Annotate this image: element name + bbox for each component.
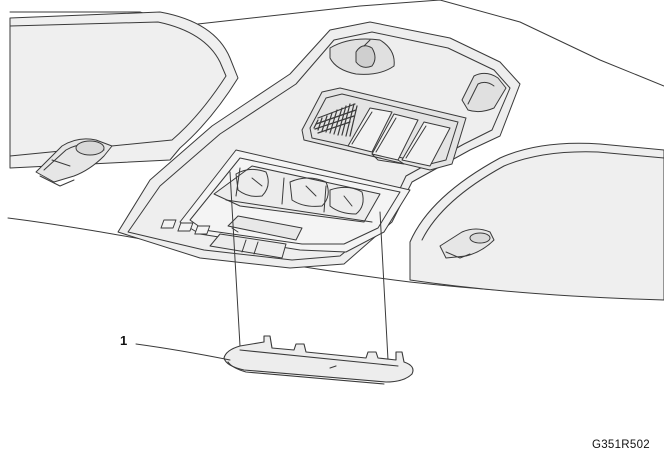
leader-line-right <box>379 211 389 361</box>
lamp-buttons <box>160 215 303 241</box>
left-visor-recess <box>9 11 239 169</box>
right-visor-clip-icon <box>439 228 495 259</box>
rocker-switch-3 <box>401 121 451 167</box>
rocker-switch-1 <box>347 107 393 153</box>
leader-line-left <box>229 171 241 347</box>
left-visor-clip-icon <box>35 138 113 187</box>
rocker-switch-2 <box>371 113 419 161</box>
dome-lamp-icon <box>329 38 395 75</box>
lamp-cavity <box>213 165 381 223</box>
sensor-housing-icon <box>461 72 507 113</box>
callout-leader <box>135 343 231 361</box>
lamp-lens-cover <box>223 335 414 385</box>
speaker-grille-icon <box>313 103 358 137</box>
figure-code: G351R502 <box>591 439 650 451</box>
callout-label-1: 1 <box>120 333 128 348</box>
lower-bezel-detail <box>209 233 287 259</box>
rocker-switches <box>347 107 451 167</box>
right-visor-recess <box>409 142 664 301</box>
